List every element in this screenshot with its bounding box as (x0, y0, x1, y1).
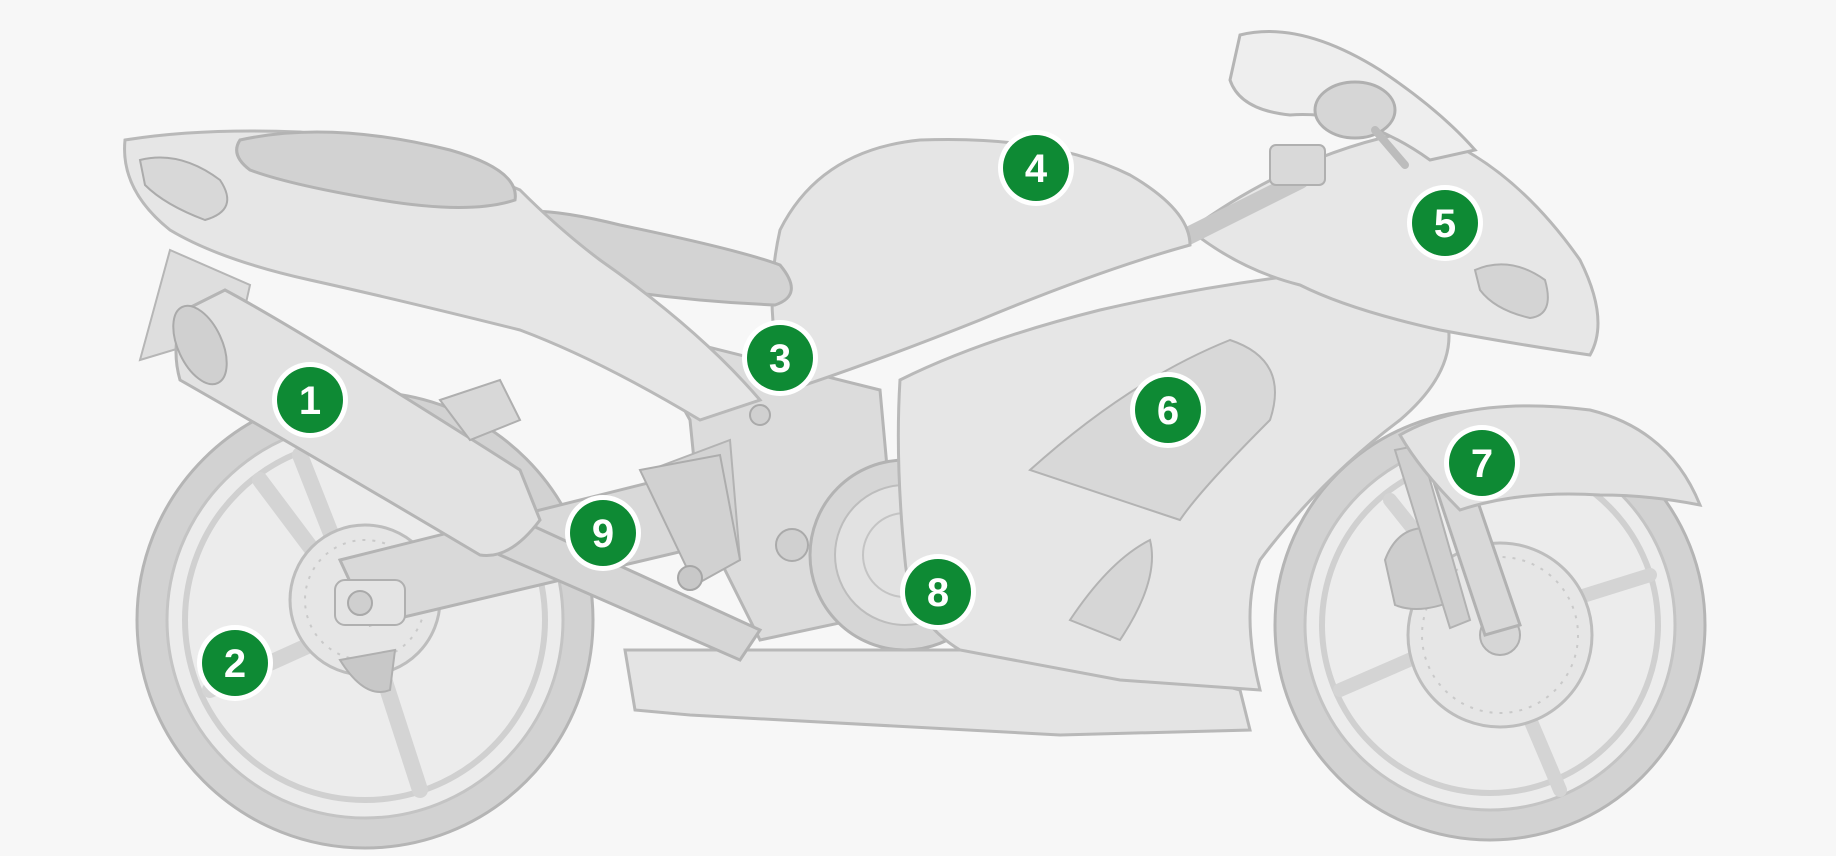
marker-6-label: 6 (1157, 389, 1179, 433)
footpeg-bracket (438, 378, 742, 591)
marker-8-label: 8 (927, 571, 949, 615)
marker-2: 2 (197, 625, 273, 701)
exhaust (172, 288, 763, 662)
handlebar (1171, 144, 1326, 249)
marker-3-label: 3 (769, 337, 791, 381)
mirror (1313, 80, 1409, 169)
marker-4: 4 (998, 130, 1074, 206)
part-markers: 1 2 3 4 5 6 7 8 (197, 130, 1520, 701)
marker-5-label: 5 (1434, 202, 1456, 246)
tail-light (138, 156, 229, 222)
marker-4-label: 4 (1025, 147, 1048, 191)
marker-1: 1 (272, 362, 348, 438)
marker-1-label: 1 (299, 379, 321, 423)
marker-9: 9 (565, 495, 641, 571)
marker-2-label: 2 (224, 642, 246, 686)
marker-7: 7 (1444, 425, 1520, 501)
marker-7-label: 7 (1471, 442, 1493, 486)
marker-8: 8 (900, 554, 976, 630)
marker-9-label: 9 (592, 512, 614, 556)
pillion-seat (235, 130, 517, 209)
headlight-intake (1473, 263, 1549, 320)
marker-3: 3 (742, 320, 818, 396)
marker-5: 5 (1407, 185, 1483, 261)
marker-6: 6 (1130, 372, 1206, 448)
